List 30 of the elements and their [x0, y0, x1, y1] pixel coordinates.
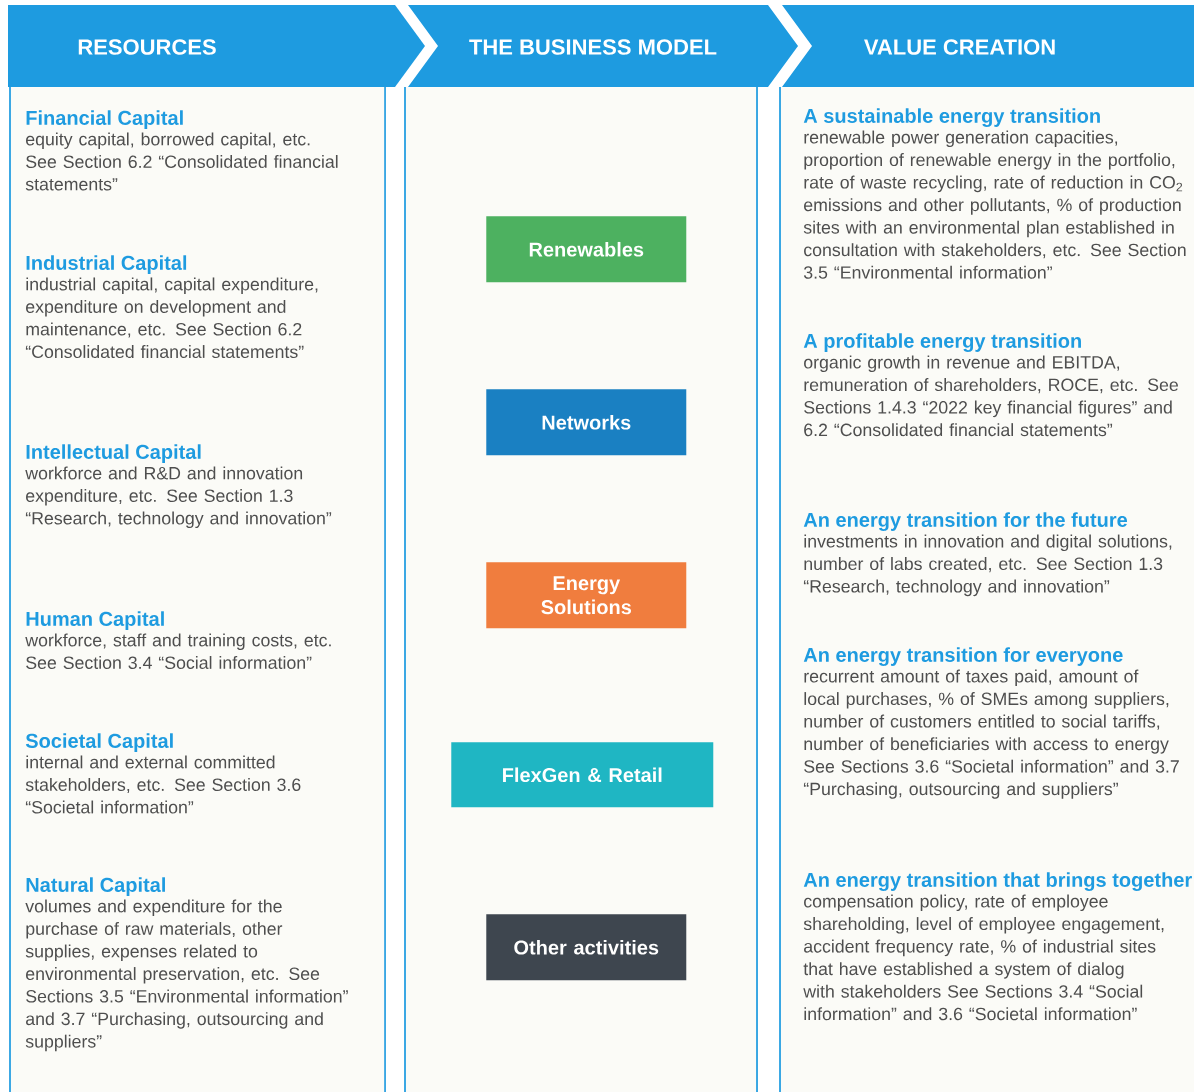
capital-heading: Human Capital	[26, 611, 164, 630]
capital-heading: Industrial Capital	[26, 255, 187, 274]
capital-heading: Financial Capital	[26, 110, 183, 129]
capital-heading: An energy transition that brings together	[803, 872, 1192, 891]
segment-box: Other activities	[486, 914, 687, 981]
segment-box: Networks	[486, 389, 687, 456]
segment-box: Energy Solutions	[486, 562, 687, 629]
description-text: workforce, staff and training costs, etc. See Section 3.4 “Social information”	[25, 633, 331, 669]
description-text: investments in innovation and digital solutions, number of labs created, etc. See Section 1.3 “Research, technology and innovation”	[803, 534, 1172, 597]
capital-heading: Societal Capital	[25, 733, 173, 752]
description-text: compensation policy, rate of employee shareholding, level of employee engagement, accident frequency rate, % of industrial sites that have established a system of dialog with stakeholders See Sections 3.4 “Social information” and 3.6 “Societal information”	[803, 894, 1164, 1021]
description-text: renewable power generation capacities, proportion of renewable energy in the portfolio, rate of waste recycling, rate of reduction in CO$_{2}$ emissions and other pollutants, % of production sites with an environmental plan established in consultation with stakeholders, etc. See Section 3.5 “Environmental information”	[803, 130, 1186, 279]
segment-box: FlexGen & Retail	[451, 742, 714, 808]
segment-box: Renewables	[486, 216, 687, 283]
column-header: THE BUSINESS MODEL	[408, 5, 798, 87]
description-text: internal and external committed stakeholders, etc. See Section 3.6 “Societal information”	[25, 755, 301, 814]
column-header: RESOURCES	[8, 5, 425, 87]
description-text: industrial capital, capital expenditure, expenditure on development and maintenance, etc. See Section 6.2 “Consolidated financial statements”	[25, 277, 318, 359]
description-text: organic growth in revenue and EBITDA, remuneration of shareholders, ROCE, etc. See Sections 1.4.3 “2022 key financial figures” and 6.2 “Consolidated financial statements”	[804, 355, 1178, 437]
capital-heading: Intellectual Capital	[26, 444, 201, 463]
capital-heading: Natural Capital	[26, 877, 165, 896]
description-text: workforce and R&D and innovation expenditure, etc. See Section 1.3 “Research, technology and innovation”	[25, 466, 332, 529]
description-text: volumes and expenditure for the purchase of raw materials, other supplies, expenses related to environmental preservation, etc. See Sections 3.5 “Environmental information” and 3.7 “Purchasing, outsourcing and suppliers”	[25, 899, 348, 1052]
column-header: VALUE CREATION	[782, 5, 1194, 87]
capital-heading: A sustainable energy transition	[803, 108, 1100, 127]
capital-heading: An energy transition for everyone	[803, 647, 1123, 666]
capital-heading: An energy transition for the future	[803, 512, 1128, 531]
capital-heading: A profitable energy transition	[803, 333, 1081, 352]
description-text: recurrent amount of taxes paid, amount of local purchases, % of SMEs among suppliers, number of customers entitled to social tariffs, number of beneficiaries with access to energy See Sections 3.6 “Societal information” and 3.7 “Purchasing, outsourcing and suppliers”	[803, 669, 1179, 799]
description-text: equity capital, borrowed capital, etc. See Section 6.2 “Consolidated financial statements”	[25, 132, 338, 191]
